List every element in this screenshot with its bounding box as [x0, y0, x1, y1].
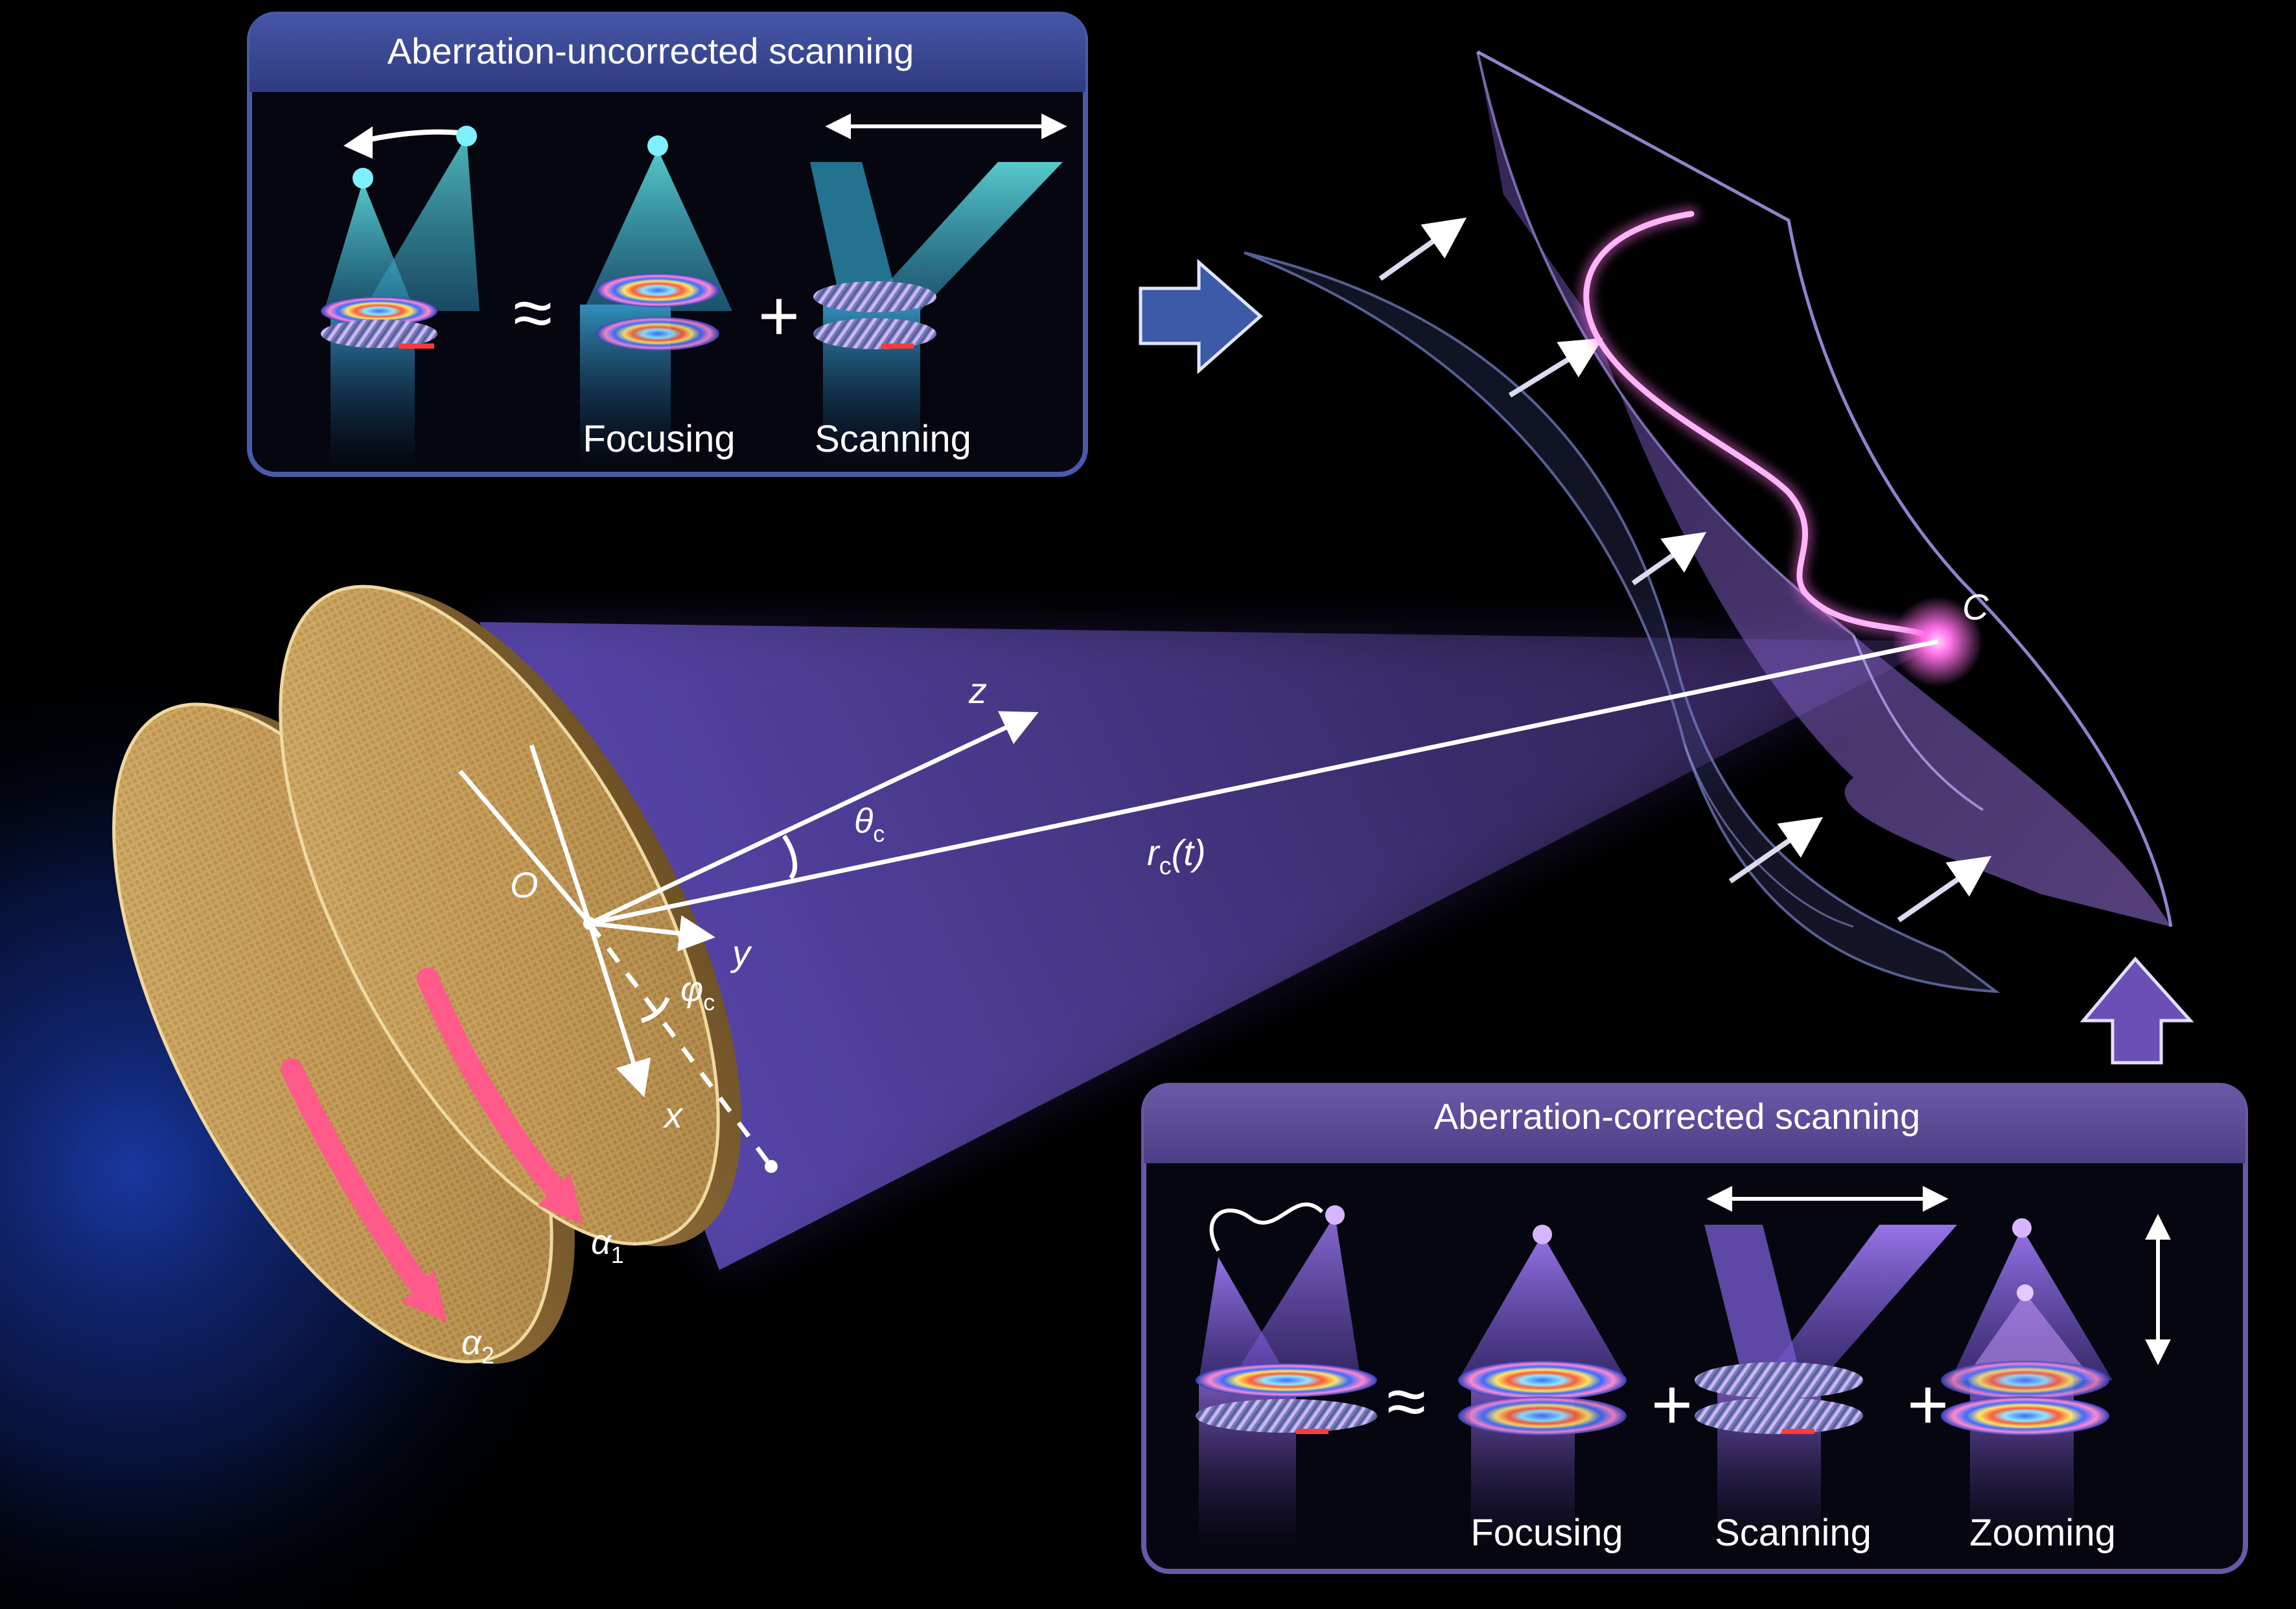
- bottom-label-scanning: Scanning: [1715, 1512, 1872, 1554]
- top-label-focusing: Focusing: [583, 418, 735, 460]
- uncorrected-focusing: [580, 135, 732, 467]
- rotation-arrow-icon: [417, 967, 575, 1210]
- double-arrow-icon: [2145, 1214, 2171, 1365]
- surface-arrows: [1378, 217, 1992, 923]
- coordinate-axes: [458, 639, 1938, 1168]
- label-y-axis: y: [730, 932, 752, 973]
- label-focus-point: C: [1962, 586, 1989, 627]
- double-arrow-icon: [1706, 1186, 1949, 1212]
- corrected-zooming: [1941, 1218, 2113, 1549]
- top-panel-title: Aberration-uncorrected scanning: [388, 30, 914, 71]
- label-x-axis: x: [662, 1094, 684, 1135]
- top-panel: [247, 12, 1088, 477]
- bottom-panel-title: Aberration-corrected scanning: [1434, 1096, 1920, 1137]
- top-plus-sign: +: [758, 276, 800, 356]
- double-arrow-icon: [825, 113, 1067, 139]
- small-arrow-icon: [1897, 855, 1992, 923]
- label-origin: O: [510, 864, 539, 905]
- corrected-focusing: [1458, 1225, 1627, 1549]
- small-arrow-icon: [1508, 338, 1603, 398]
- metasurface-doublet: [112, 585, 742, 1364]
- top-label-scanning: Scanning: [815, 418, 971, 460]
- uncorrected-composite: [321, 126, 480, 467]
- bottom-panel: [1141, 1083, 2248, 1574]
- label-theta: θc: [854, 802, 885, 847]
- corrected-scanning: [1695, 1225, 1957, 1549]
- top-approx-sign: ≈: [513, 273, 552, 353]
- small-arrow-icon: [1631, 531, 1707, 586]
- bottom-approx-sign: ≈: [1387, 1361, 1426, 1441]
- small-arrow-icon: [1728, 816, 1824, 884]
- big-arrow-icon: [2080, 956, 2194, 1065]
- big-arrow-icon: [1139, 259, 1263, 375]
- bottom-label-zooming: Zooming: [1969, 1512, 2116, 1554]
- label-alpha2: α2: [461, 1323, 494, 1369]
- bottom-label-focusing: Focusing: [1470, 1512, 1623, 1554]
- uncorrected-scanning: [810, 162, 1063, 467]
- label-r: rc(t): [1147, 832, 1206, 880]
- corrected-composite: [1196, 1205, 1377, 1549]
- label-phi: φc: [680, 970, 715, 1015]
- label-z-axis: z: [968, 670, 987, 711]
- label-alpha1: α1: [591, 1223, 624, 1268]
- bottom-plus-sign-1: +: [1651, 1365, 1693, 1444]
- bottom-plus-sign-2: +: [1907, 1365, 1949, 1444]
- rotation-arrow-icon: [281, 1058, 439, 1307]
- small-arrow-icon: [1378, 217, 1467, 281]
